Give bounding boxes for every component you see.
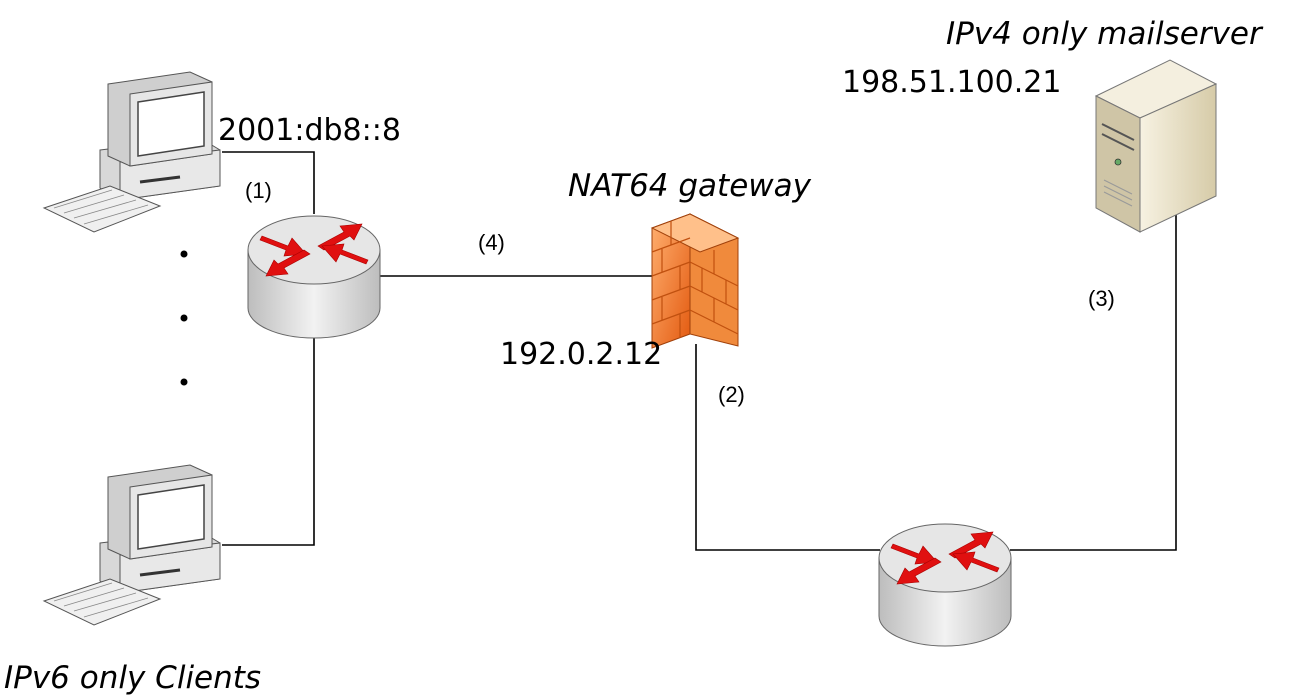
firewall-icon [650,213,740,349]
wire-client-bottom-to-router [222,338,315,546]
clients-caption: IPv6 only Clients [4,660,261,696]
router-icon [247,215,381,339]
wire-router2-to-server [1010,205,1177,551]
step-2-label: (2) [718,382,745,407]
step-1-label: (1) [245,178,272,203]
server-address-label: 198.51.100.21 [842,65,1061,100]
client-address-label: 2001:db8::8 [218,113,401,148]
more-clients-ellipsis [180,250,188,386]
client-computer-icon [42,71,221,233]
server-icon [1094,59,1218,233]
client-computer-icon [42,464,221,626]
wire-client-top-to-router [222,151,315,214]
router-icon [878,523,1012,647]
wire-gateway-to-router2 [695,344,880,551]
connection-wires [222,151,1177,551]
server-caption: IPv4 only mailserver [946,16,1264,52]
gateway-caption: NAT64 gateway [568,168,812,204]
gateway-address-label: 192.0.2.12 [500,337,662,372]
step-3-label: (3) [1088,286,1115,311]
step-4-label: (4) [478,230,505,255]
